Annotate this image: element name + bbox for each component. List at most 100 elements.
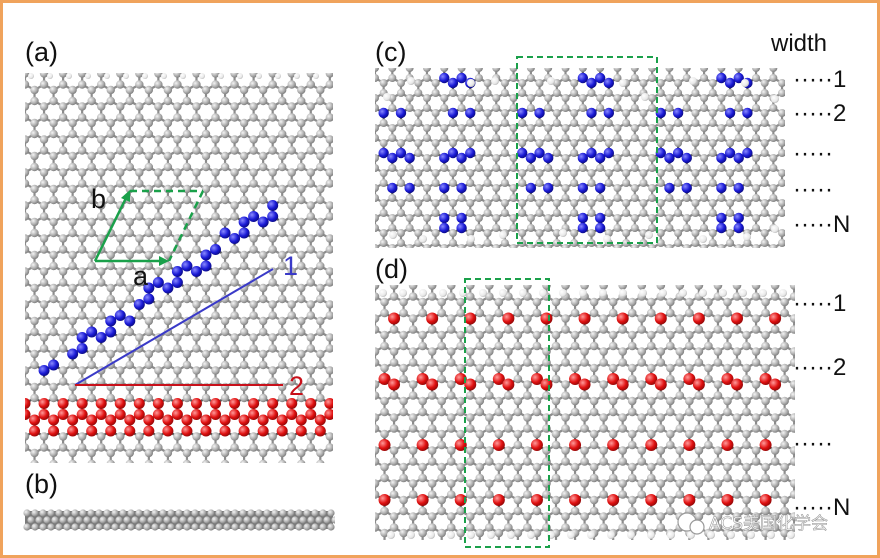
- red-atom: [276, 414, 288, 426]
- carbon-atom: [509, 74, 518, 82]
- bond: [25, 282, 26, 284]
- carbon-atom: [39, 73, 49, 78]
- carbon-atom: [297, 316, 306, 326]
- carbon-atom: [249, 168, 258, 177]
- carbon-atom: [335, 97, 343, 105]
- carbon-atom: [249, 245, 258, 254]
- carbon-atom: [752, 164, 761, 172]
- carbon-atom: [431, 169, 440, 177]
- carbon-atom: [335, 383, 343, 391]
- carbon-atom: [422, 104, 431, 112]
- carbon-atom: [726, 209, 735, 217]
- bond: [320, 464, 330, 470]
- bond: [375, 317, 376, 319]
- carbon-atom: [87, 294, 96, 304]
- carbon-atom: [287, 523, 295, 531]
- carbon-atom: [325, 80, 333, 89]
- carbon-atom: [58, 366, 68, 375]
- blue-atom: [716, 212, 727, 224]
- carbon-atom: [388, 134, 397, 142]
- carbon-atom: [639, 109, 648, 117]
- bond: [6, 200, 16, 206]
- carbon-atom: [11, 185, 19, 193]
- carbon-atom: [249, 300, 258, 309]
- carbon-atom: [173, 476, 181, 484]
- carbon-atom: [220, 129, 230, 139]
- carbon-atom: [49, 162, 58, 172]
- blue-atom: [716, 72, 727, 84]
- carbon-atom: [25, 168, 30, 177]
- carbon-atom: [509, 134, 518, 142]
- carbon-atom: [297, 382, 306, 392]
- carbon-atom: [182, 283, 192, 293]
- carbon-atom: [125, 217, 134, 227]
- carbon-atom: [743, 169, 752, 177]
- bond: [804, 462, 814, 468]
- carbon-atom: [778, 79, 785, 87]
- carbon-atom: [769, 104, 778, 112]
- carbon-atom: [30, 349, 39, 359]
- carbon-atom: [220, 195, 230, 205]
- bond: [101, 464, 111, 470]
- carbon-atom: [239, 393, 249, 403]
- carbon-atom: [297, 85, 306, 95]
- carbon-atom: [570, 89, 579, 97]
- carbon-atom: [396, 179, 405, 187]
- carbon-atom: [639, 239, 648, 247]
- carbon-atom: [239, 448, 249, 458]
- carbon-atom: [691, 239, 700, 247]
- blue-atom: [210, 244, 222, 255]
- carbon-atom: [552, 169, 561, 177]
- carbon-atom: [795, 239, 803, 247]
- carbon-atom: [77, 212, 87, 221]
- carbon-atom: [278, 162, 287, 172]
- carbon-atom: [268, 168, 277, 177]
- carbon-atom: [125, 393, 134, 403]
- carbon-atom: [231, 523, 239, 531]
- carbon-atom: [183, 509, 191, 517]
- carbon-atom: [154, 311, 163, 320]
- carbon-atom: [552, 179, 561, 187]
- carbon-atom: [87, 261, 96, 271]
- carbon-atom: [648, 214, 657, 222]
- carbon-atom: [587, 139, 596, 147]
- carbon-atom: [316, 228, 325, 238]
- carbon-atom: [656, 139, 665, 147]
- carbon-atom: [295, 509, 303, 517]
- carbon-atom: [173, 80, 182, 89]
- carbon-atom: [665, 94, 674, 102]
- carbon-atom: [544, 254, 552, 262]
- carbon-atom: [67, 516, 75, 524]
- carbon-atom: [665, 68, 674, 72]
- carbon-atom: [535, 139, 544, 147]
- carbon-atom: [345, 80, 353, 88]
- carbon-atom: [87, 523, 95, 531]
- carbon-atom: [39, 135, 49, 144]
- carbon-atom: [613, 154, 622, 162]
- carbon-atom: [87, 316, 96, 326]
- carbon-atom: [388, 224, 397, 232]
- carbon-atom: [230, 73, 239, 78]
- carbon-atom: [230, 476, 238, 484]
- carbon-atom: [570, 229, 579, 237]
- blue-atom: [387, 182, 398, 194]
- carbon-atom: [561, 214, 570, 222]
- carbon-atom: [220, 184, 230, 194]
- red-atom: [314, 414, 326, 426]
- carbon-atom: [474, 164, 483, 172]
- blue-atom: [200, 260, 212, 272]
- carbon-atom: [123, 516, 131, 524]
- carbon-atom: [345, 135, 353, 143]
- blue-atom: [534, 107, 545, 119]
- carbon-atom: [561, 68, 570, 72]
- bond: [25, 150, 26, 152]
- carbon-atom: [769, 68, 778, 72]
- red-atom: [124, 425, 136, 437]
- carbon-atom: [682, 214, 691, 222]
- blue-atom: [577, 212, 589, 224]
- bond: [358, 108, 367, 113]
- blue-atom: [742, 147, 753, 159]
- carbon-atom: [192, 234, 201, 243]
- carbon-atom: [3, 168, 10, 176]
- carbon-atom: [175, 509, 183, 517]
